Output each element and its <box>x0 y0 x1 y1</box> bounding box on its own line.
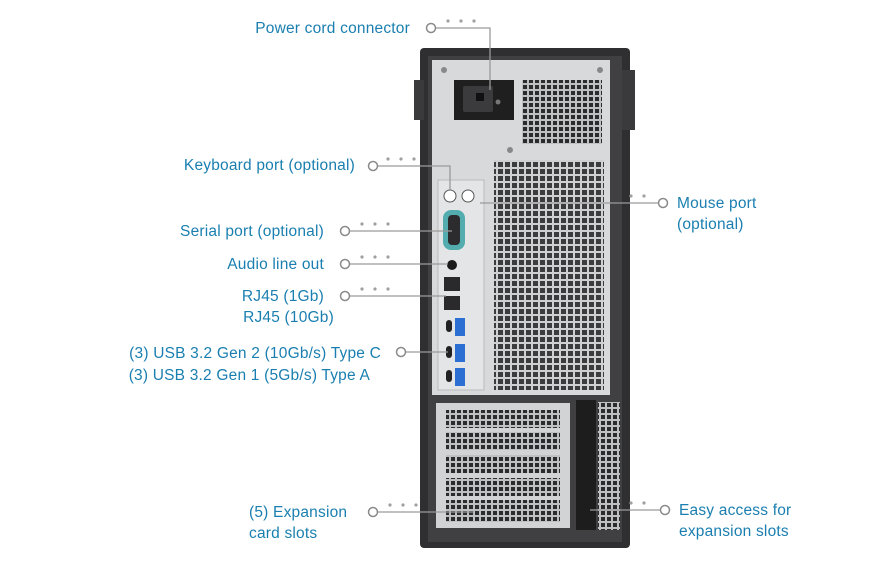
label-expansion-line2: card slots <box>249 525 318 542</box>
label-keyboard-port: Keyboard port (optional) <box>183 157 355 174</box>
rear-panel <box>432 60 610 395</box>
label-rj45-1gb: RJ45 (1Gb) <box>241 288 324 305</box>
label-serial-port: Serial port (optional) <box>180 223 324 240</box>
label-rj45-10gb: RJ45 (10Gb) <box>243 309 334 326</box>
label-easy-access-line1: Easy access for <box>679 502 792 519</box>
label-power-cord: Power cord connector <box>255 20 410 37</box>
label-usb-type-c: (3) USB 3.2 Gen 2 (10Gb/s) Type C <box>129 345 381 362</box>
label-mouse-port-line1: Mouse port <box>677 195 757 212</box>
label-audio-line-out: Audio line out <box>227 256 324 273</box>
label-mouse-port-line2: (optional) <box>677 216 744 233</box>
expansion-area <box>436 400 620 530</box>
label-markers <box>339 22 671 518</box>
label-expansion-line1: (5) Expansion <box>249 504 348 521</box>
label-usb-type-a: (3) USB 3.2 Gen 1 (5Gb/s) Type A <box>128 367 370 384</box>
decorative-dots <box>360 19 646 507</box>
label-easy-access-line2: expansion slots <box>679 523 789 540</box>
leader-lines <box>345 27 665 513</box>
